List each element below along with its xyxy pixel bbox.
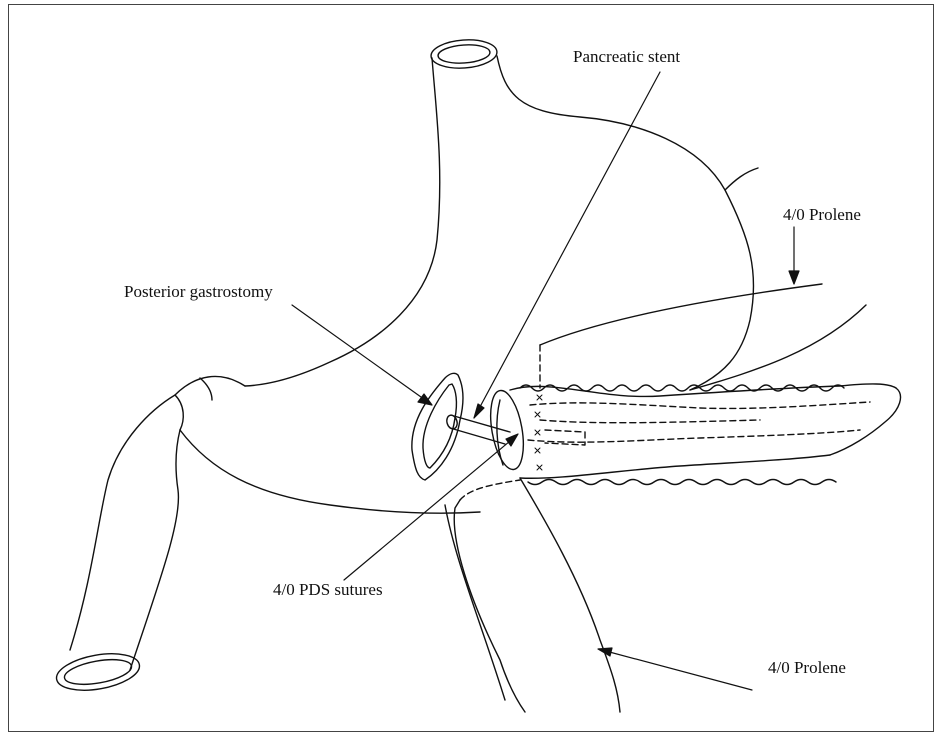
posterior-gastrostomy [412,373,463,480]
label-posterior-gastrostomy: Posterior gastrostomy [124,282,273,302]
label-prolene-top: 4/0 Prolene [783,205,861,225]
label-pancreatic-stent: Pancreatic stent [573,47,680,67]
stomach-outline [180,38,758,513]
esophagus-opening [430,38,498,71]
duodenum [54,376,245,696]
pancreas [485,384,900,485]
label-prolene-bottom: 4/0 Prolene [768,658,846,678]
vessels [445,284,866,712]
label-pds-sutures: 4/0 PDS sutures [273,580,383,600]
